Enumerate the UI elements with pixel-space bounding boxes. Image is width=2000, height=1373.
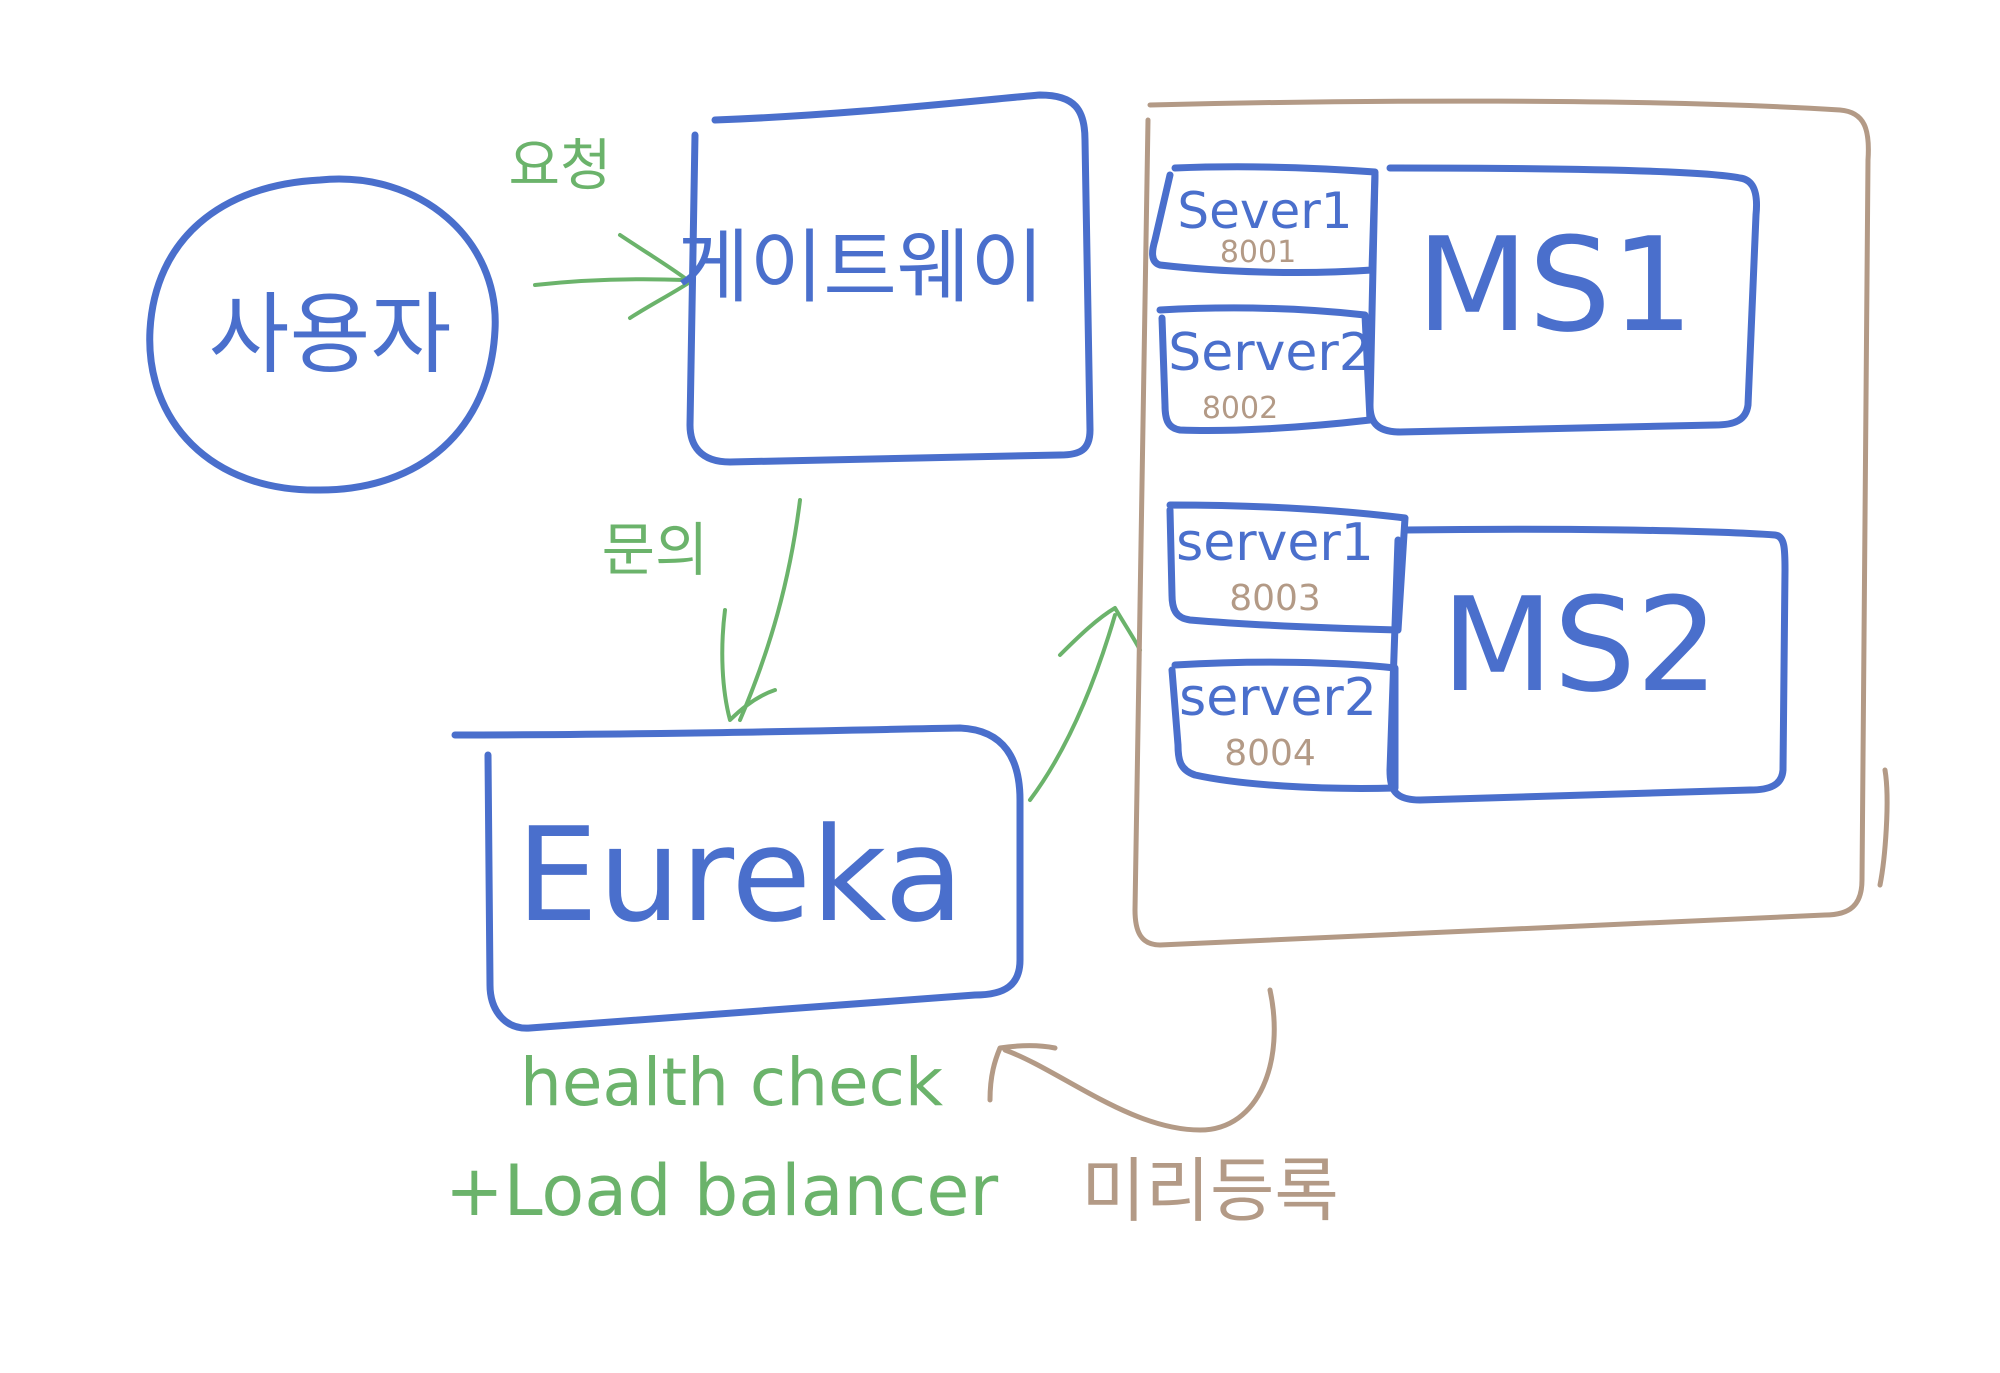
user-node: 사용자 xyxy=(146,175,499,494)
eureka-node: Eureka xyxy=(451,724,1024,1032)
user-circle xyxy=(146,175,499,494)
ms2-server1: server1 8003 xyxy=(1166,501,1409,634)
services-container xyxy=(1132,98,1890,948)
ms2-server1-port: 8003 xyxy=(1229,578,1321,619)
gateway-box xyxy=(686,91,1094,466)
ms1-server2: Server2 8002 xyxy=(1156,304,1374,434)
ms1-server1-box xyxy=(1149,163,1379,276)
ms2-box xyxy=(1386,525,1789,804)
ms2-group: MS2 server1 8003 server2 8004 xyxy=(1166,501,1789,804)
eureka-box xyxy=(451,724,1024,1032)
ms2-server2-label: server2 xyxy=(1179,668,1377,728)
inquiry-arrow: 문의 xyxy=(602,498,802,722)
ms2-server2-box xyxy=(1168,658,1399,792)
ms1-label: MS1 xyxy=(1416,209,1693,361)
ms1-server1-label: Sever1 xyxy=(1177,182,1352,240)
ms2-server2-port: 8004 xyxy=(1224,733,1316,774)
ms2-server1-box xyxy=(1166,501,1409,634)
ms2-server2: server2 8004 xyxy=(1168,658,1399,792)
services-container-box xyxy=(1132,98,1871,948)
gateway-label: 게이트웨이 xyxy=(676,221,1044,314)
preregister-label: 미리등록 xyxy=(1081,1150,1339,1232)
inquiry-label: 문의 xyxy=(602,516,709,584)
ms1-server2-label: Server2 xyxy=(1168,323,1372,383)
preregister-arrow: 미리등록 xyxy=(987,987,1339,1232)
ms1-server1: Sever1 8001 xyxy=(1149,163,1379,276)
gateway-node: 게이트웨이 xyxy=(676,91,1094,466)
ms1-box xyxy=(1366,164,1761,436)
eureka-to-services-arrow xyxy=(1028,606,1142,802)
ms1-group: MS1 Sever1 8001 Server2 8002 xyxy=(1149,163,1761,436)
load-balancer-label: +Load balancer xyxy=(445,1150,998,1232)
eureka-label: Eureka xyxy=(516,799,964,951)
request-arrow: 요청 xyxy=(508,134,692,320)
ms1-server2-box xyxy=(1156,304,1374,434)
eureka-caption: health check +Load balancer xyxy=(445,1044,998,1232)
request-label: 요청 xyxy=(508,134,611,199)
ms1-server2-port: 8002 xyxy=(1202,391,1278,426)
ms1-server1-port: 8001 xyxy=(1220,235,1296,270)
user-label: 사용자 xyxy=(209,283,452,386)
health-check-label: health check xyxy=(520,1044,944,1121)
ms2-server1-label: server1 xyxy=(1176,513,1374,573)
ms2-label: MS2 xyxy=(1441,569,1718,721)
